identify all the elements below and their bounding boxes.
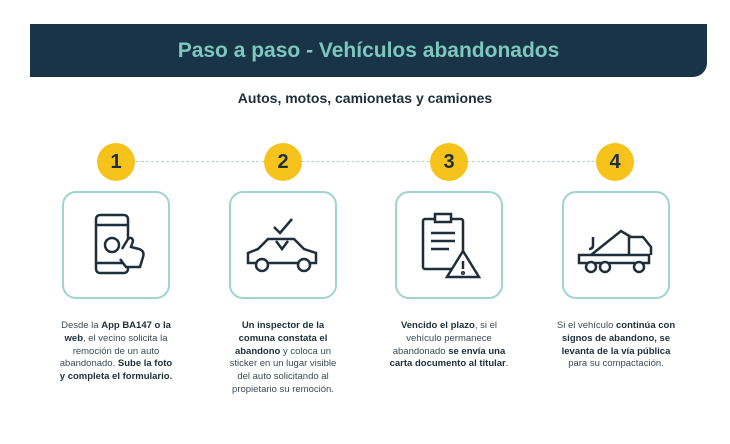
step-number-2: 2 <box>264 143 302 181</box>
text-bold: Sube la foto y completa el formulario. <box>59 358 173 383</box>
step-number-3: 3 <box>430 143 468 181</box>
text: y coloca un sticker en un lugar visible … <box>229 345 337 395</box>
title-banner: Paso a paso - Vehículos abandonados <box>30 24 707 77</box>
text-bold: Un inspector de la comuna constata el ab… <box>234 320 328 357</box>
text-bold: se envía una carta documento al titular <box>389 345 506 370</box>
text: Desde la <box>61 320 102 331</box>
subtitle: Autos, motos, camionetas y camiones <box>237 90 493 106</box>
page-title: Paso a paso - Vehículos abandonados <box>177 38 560 62</box>
document-warning-icon <box>421 212 482 279</box>
step-connector <box>116 161 615 162</box>
text-bold: App BA147 o la web <box>64 320 171 344</box>
text: para su compactación. <box>568 358 664 370</box>
text-bold: Vencido el plazo <box>400 320 475 331</box>
step-description-1: Desde la App BA147 o la web, el vecino s… <box>56 320 176 384</box>
step-description-2: Un inspector de la comuna constata el ab… <box>223 320 343 397</box>
text: , si el vehículo permanece abandonado <box>392 320 498 357</box>
car-check-icon <box>246 218 318 273</box>
step-description-4: Si el vehículo continúa con signos de ab… <box>556 320 676 371</box>
step-number-4: 4 <box>596 143 634 181</box>
step-icon-box-2 <box>229 191 337 299</box>
text: . <box>505 358 509 370</box>
tow-truck-icon <box>577 229 653 274</box>
step-number-1: 1 <box>97 143 135 181</box>
text-bold: continúa con signos de abandono, se leva… <box>561 320 676 357</box>
step-description-3: Vencido el plazo, si el vehículo permane… <box>389 320 509 371</box>
phone-camera-tap-icon <box>94 213 145 275</box>
text: , el vecino solicita la remoción de un a… <box>59 332 168 370</box>
step-icon-box-1 <box>62 191 170 299</box>
step-icon-box-3 <box>395 191 503 299</box>
step-icon-box-4 <box>562 191 670 299</box>
text: Si el vehículo <box>556 320 617 331</box>
